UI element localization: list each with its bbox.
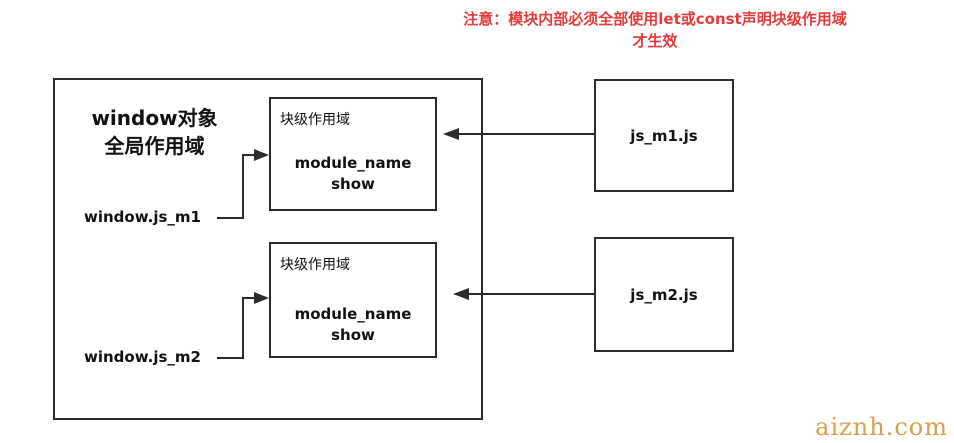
block-scope-box-2: 块级作用域 module_name show bbox=[269, 242, 437, 358]
window-box-title-line-2: 全局作用域 bbox=[104, 134, 205, 158]
module-file-box-2: js_m2.js bbox=[594, 237, 734, 352]
block-scope-1-module-name: module_name bbox=[294, 154, 412, 172]
arrowhead-file-m2 bbox=[453, 288, 469, 300]
module-file-name-2: js_m2.js bbox=[630, 286, 698, 304]
arrowhead-file-m1 bbox=[443, 128, 459, 140]
block-scope-2-module-name: module_name bbox=[294, 305, 412, 323]
block-scope-2-show: show bbox=[331, 326, 375, 344]
note-line-1: 注意：模块内部必须全部使用let或const声明块级作用域 bbox=[463, 10, 847, 28]
module-file-name-1: js_m1.js bbox=[630, 127, 698, 145]
window-ref-m1: window.js_m1 bbox=[84, 208, 201, 226]
block-scope-1-show: show bbox=[331, 175, 375, 193]
connector-window-m1 bbox=[217, 154, 262, 219]
window-box-title: window对象 全局作用域 bbox=[72, 104, 237, 160]
arrowhead-window-m2 bbox=[254, 292, 269, 304]
block-scope-items-1: module_name show bbox=[271, 153, 435, 195]
window-ref-m2: window.js_m2 bbox=[84, 348, 201, 366]
note-line-2: 才生效 bbox=[632, 32, 678, 50]
block-scope-box-1: 块级作用域 module_name show bbox=[269, 97, 437, 211]
connector-window-m2 bbox=[217, 297, 262, 359]
block-scope-title-2: 块级作用域 bbox=[280, 257, 350, 273]
block-scope-title-1: 块级作用域 bbox=[280, 112, 350, 128]
note-text: 注意：模块内部必须全部使用let或const声明块级作用域 才生效 bbox=[405, 8, 905, 52]
window-box-title-line-1: window对象 bbox=[91, 106, 218, 130]
module-file-box-1: js_m1.js bbox=[594, 79, 734, 192]
arrowhead-window-m1 bbox=[254, 149, 269, 161]
watermark-text: aiznh.com bbox=[815, 413, 948, 441]
block-scope-items-2: module_name show bbox=[271, 304, 435, 346]
